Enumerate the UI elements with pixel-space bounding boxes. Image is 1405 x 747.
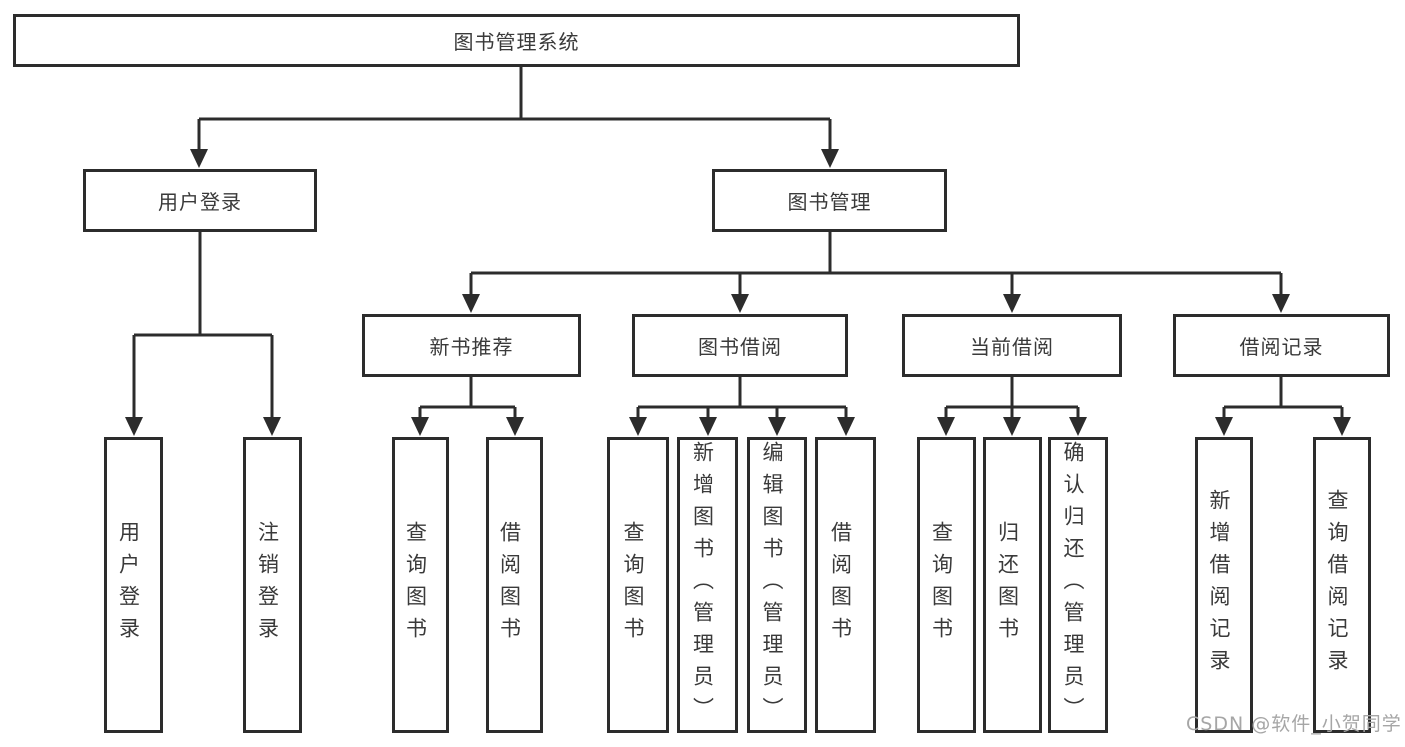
node-book-borrowing-label: 图书借阅 <box>698 335 782 359</box>
node-library-system: 图书管理系统 <box>13 14 1020 67</box>
leaf-add-book-admin-label: 新增图书（管理员） <box>690 441 715 729</box>
leaf-logout: 注销登录 <box>243 437 302 733</box>
leaf-user-login: 用户登录 <box>104 437 163 733</box>
leaf-user-login-label: 用户登录 <box>116 521 141 649</box>
leaf-query-borrow-record: 查询借阅记录 <box>1313 437 1371 733</box>
node-library-system-label: 图书管理系统 <box>453 30 580 54</box>
leaf-query-books-1: 查询图书 <box>392 437 449 733</box>
leaf-borrow-books-2-label: 借阅图书 <box>828 521 853 649</box>
node-book-management: 图书管理 <box>712 169 947 232</box>
node-borrowing-records-label: 借阅记录 <box>1239 335 1324 359</box>
leaf-confirm-return-admin-label: 确认归还（管理员） <box>1061 441 1085 729</box>
leaf-query-books-2-label: 查询图书 <box>621 521 645 649</box>
leaf-borrow-books-2: 借阅图书 <box>815 437 876 733</box>
leaf-confirm-return-admin: 确认归还（管理员） <box>1048 437 1108 733</box>
node-new-book-recommend: 新书推荐 <box>362 314 581 377</box>
leaf-query-borrow-record-label: 查询借阅记录 <box>1325 489 1349 681</box>
leaf-logout-label: 注销登录 <box>255 521 280 649</box>
leaf-query-books-2: 查询图书 <box>607 437 669 733</box>
node-book-borrowing: 图书借阅 <box>632 314 848 377</box>
leaf-return-book: 归还图书 <box>983 437 1042 733</box>
leaf-add-borrow-record-label: 新增借阅记录 <box>1207 489 1231 681</box>
leaf-borrow-books-1: 借阅图书 <box>486 437 543 733</box>
node-user-login-label: 用户登录 <box>158 190 242 214</box>
leaf-query-books-3: 查询图书 <box>917 437 976 733</box>
node-borrowing-records: 借阅记录 <box>1173 314 1390 377</box>
leaf-edit-book-admin-label: 编辑图书（管理员） <box>760 441 784 729</box>
node-current-borrowing: 当前借阅 <box>902 314 1122 377</box>
leaf-borrow-books-1-label: 借阅图书 <box>497 521 522 649</box>
leaf-query-books-3-label: 查询图书 <box>929 521 954 649</box>
csdn-watermark: CSDN @软件_小贺同学 <box>1186 713 1402 735</box>
node-book-management-label: 图书管理 <box>787 190 872 214</box>
leaf-add-borrow-record: 新增借阅记录 <box>1195 437 1253 733</box>
leaf-return-book-label: 归还图书 <box>995 521 1020 649</box>
node-current-borrowing-label: 当前借阅 <box>970 335 1054 359</box>
leaf-edit-book-admin: 编辑图书（管理员） <box>747 437 807 733</box>
leaf-query-books-1-label: 查询图书 <box>403 521 428 649</box>
leaf-add-book-admin: 新增图书（管理员） <box>677 437 738 733</box>
node-user-login: 用户登录 <box>83 169 317 232</box>
node-new-book-recommend-label: 新书推荐 <box>429 335 514 359</box>
edge-arrowheads <box>125 149 1351 436</box>
